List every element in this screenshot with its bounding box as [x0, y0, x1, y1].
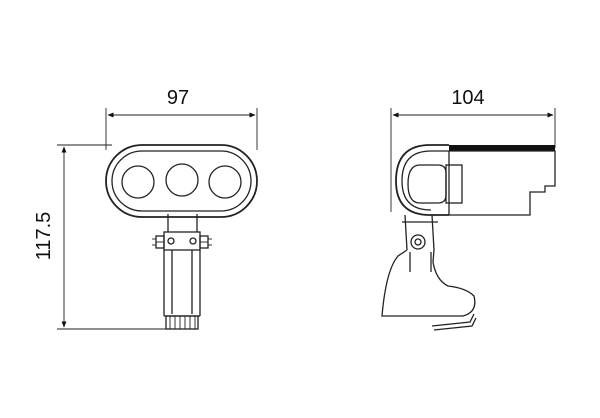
pivot-bolt	[410, 234, 426, 250]
front-width-label: 97	[167, 87, 189, 109]
lamp-housing-front	[105, 144, 258, 218]
screw-right	[199, 235, 212, 249]
front-view: 97 117.5	[33, 87, 258, 330]
led-lens-left	[121, 165, 155, 199]
front-height-label: 117.5	[33, 212, 55, 261]
mounting-bracket-side	[381, 214, 477, 331]
heatsink-top	[449, 145, 555, 151]
mounting-bracket-front	[152, 214, 212, 330]
screw-left	[152, 235, 165, 249]
led-lens-right	[208, 165, 242, 199]
side-view: 104	[381, 87, 556, 331]
side-width-label: 104	[451, 87, 484, 109]
front-height-dimension: 117.5	[33, 144, 168, 330]
lamp-housing-side	[395, 144, 556, 216]
led-lens-center	[165, 163, 199, 197]
side-width-dimension: 104	[390, 87, 556, 212]
front-width-dimension: 97	[105, 87, 258, 150]
